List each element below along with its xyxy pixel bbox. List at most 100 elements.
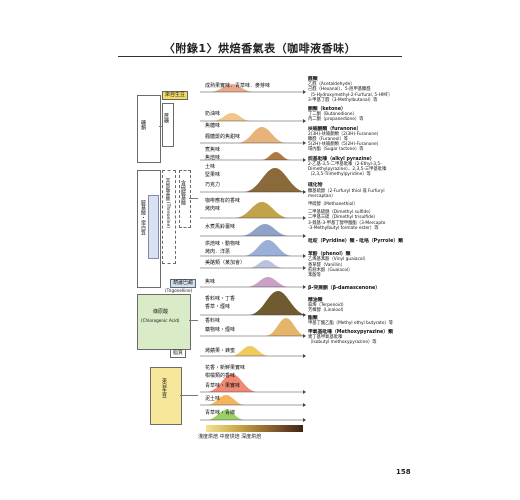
baseline-arrow (303, 190, 306, 194)
compound-heading: 苯酚（phenol）類 (308, 252, 351, 258)
aroma-label: 楓糖漿的焦甜味 (205, 134, 241, 140)
aroma-label: 巧克力 (205, 182, 221, 188)
lipids-tag: 脂質 (170, 349, 187, 358)
trigonelline-en: (Trigonelline) (165, 288, 193, 293)
compound-heading: 醛類 (308, 77, 318, 82)
roast-curve (243, 240, 293, 256)
compound-line: 二甲基三硫（Dimethyl trisulfide） (308, 215, 378, 221)
compound-heading: 酮類（ketone） (308, 107, 346, 113)
roast-curve (243, 168, 307, 192)
compound-heading: β-突厥酮（β-damascenone） (308, 286, 381, 292)
from-raw-bottom-box (150, 367, 182, 425)
baseline-arrow (303, 90, 306, 94)
compound-heading: 烷基吡嗪（alkyl pyrazine） (308, 156, 375, 162)
page-title: 〈附錄1〉烘焙香氣表（咖啡液香味） (163, 42, 357, 55)
compound-line: 丙二酮（propanedione）等 (308, 117, 364, 123)
sulfur-amino-box (179, 170, 191, 228)
aroma-label: 焦焙味 (205, 155, 221, 161)
amino-protein-label: 胺基酸・蛋白質 (140, 200, 146, 235)
roast-curve (246, 277, 290, 287)
compound-list: 醛類乙醛（Acetaldehyde）己醛（Hexanal）、5-羥甲基糠醛（5-… (308, 74, 418, 345)
roast-curve (209, 84, 255, 92)
compound-heading: 甲氧基吡嗪（Methoxypyrazine）類 (308, 329, 393, 335)
roast-curve (206, 410, 246, 420)
aroma-label: 青草味・果實味 (205, 383, 241, 389)
baseline-arrow (303, 285, 306, 289)
sugar-group-box (137, 95, 161, 163)
baseline-arrow (303, 334, 306, 338)
compound-line: 己醛（Hexanal）、5-羥甲基糠醛 (308, 87, 371, 93)
compound-line: 2(3H)-呋喃酮類（2(3H)-Furanone） (308, 131, 382, 137)
aroma-label: 水煮馬鈴薯味 (205, 224, 236, 230)
baseline-arrow (303, 254, 306, 258)
chlorogenic-label: 綠原酸 (153, 309, 169, 315)
aroma-label: 焦味 (205, 279, 216, 285)
roast-curve (237, 127, 287, 143)
compound-line: -3-Methylbutyl formate ester）等 (308, 225, 379, 231)
aroma-label: 香草・煙味 (205, 304, 231, 310)
compound-line: 愈創木酚（Guaiacol） (308, 267, 353, 273)
connector-line (189, 320, 198, 321)
baseline-arrow (303, 119, 306, 123)
sugar-label: 糖類 (140, 120, 146, 130)
roast-curve (248, 291, 308, 315)
compound-line: 5(2H)-呋喃酮類（5(2H)-Furanone） (308, 142, 382, 148)
roast-gradient-bar (206, 425, 303, 432)
compound-line: Dimethylpyrazine）、2,3,5-三甲基吡嗪 (308, 167, 387, 173)
baseline-arrow (303, 313, 306, 317)
aroma-label: 焦糖味 (205, 123, 221, 129)
compound-line: 香草醛（Vanillin） (308, 262, 345, 268)
compound-line: 糠基硫醇（2-Furfuryl thiol 或 Furfuryl (308, 188, 385, 194)
compound-line: （2,3,5-Trimethylpyridine）等 (308, 172, 371, 178)
compound-line: 異丁基甲氧基吡嗪 (308, 334, 343, 340)
roast-curve (212, 113, 252, 121)
aroma-label: 烤蘋果・蜂蜜 (205, 348, 236, 354)
aroma-label: 美酪類（某加會） (205, 260, 246, 266)
connector-line (189, 198, 198, 199)
sulfur-amino-label: 含硫胺基酸 (180, 180, 186, 205)
roast-curve (240, 224, 290, 236)
aroma-label: 咖啡應有的香味 (205, 198, 241, 204)
compound-line: 乙醛（Acetaldehyde） (308, 82, 355, 88)
cysteine-box (148, 195, 159, 259)
roast-curve (234, 202, 290, 218)
compound-line: 乙烯基苯酚（Vinyl guaiacol） (308, 257, 369, 263)
compound-line: 甲硫醇（Methanethiol） (308, 202, 358, 208)
roast-curve (206, 374, 258, 392)
baseline-arrow (303, 403, 306, 407)
aroma-label: 香料味・丁香 (205, 296, 236, 302)
other-amino-box (162, 170, 176, 264)
aroma-label: 堅果味 (205, 172, 221, 178)
aroma-label: 成熟果實味．青草味．麥芽味 (205, 83, 271, 89)
aroma-label: 烤肉．洋蔥 (205, 249, 231, 255)
compound-line: 3-甲基丁醛（3-Methylbutanal）等 (308, 97, 378, 103)
chlorogenic-box (137, 294, 191, 350)
compound-heading: 硫化物 (308, 183, 323, 189)
other-amino-label: 其他胺基酸 (Threonine) (165, 178, 170, 229)
amino-group-box (137, 170, 161, 288)
aroma-label: 柑橘類的香味 (205, 373, 236, 379)
baseline-arrow (303, 234, 306, 238)
aroma-label: 煮焦味 (205, 147, 221, 153)
compound-line: （Isobutyl methoxypyrazine）等 (308, 339, 377, 345)
aroma-label: 烤肉味 (205, 206, 221, 212)
compound-heading: 吡啶（Pyridine）類・吡咯（Pyrrole）類 (308, 239, 403, 245)
baseline-arrow (303, 354, 306, 358)
baseline-arrow (303, 418, 306, 422)
page-number: 158 (396, 468, 411, 476)
trigonelline-tag: 葫蘆巴鹼 (170, 279, 197, 288)
compound-gap (308, 231, 418, 239)
roast-curve (206, 395, 246, 405)
compound-line: 丁二酮（Butanedione） (308, 112, 357, 118)
aroma-label: 烘焙味・動物味 (205, 241, 241, 247)
compound-line: 二甲基硫醚（Dimethyl sulfide） (308, 210, 374, 216)
aroma-label: 奶油味 (205, 111, 221, 117)
baseline-arrow (303, 141, 306, 145)
from-raw-bottom-label: 來自生豆 (161, 378, 167, 398)
compound-line: 糠醛（Furaneol）等 (308, 137, 349, 143)
compound-line: 萜烯（Terpenoid） (308, 302, 347, 308)
sucrose-label: 蔗糖 (163, 113, 169, 123)
from-raw-tag: 來自生豆 (162, 91, 189, 100)
